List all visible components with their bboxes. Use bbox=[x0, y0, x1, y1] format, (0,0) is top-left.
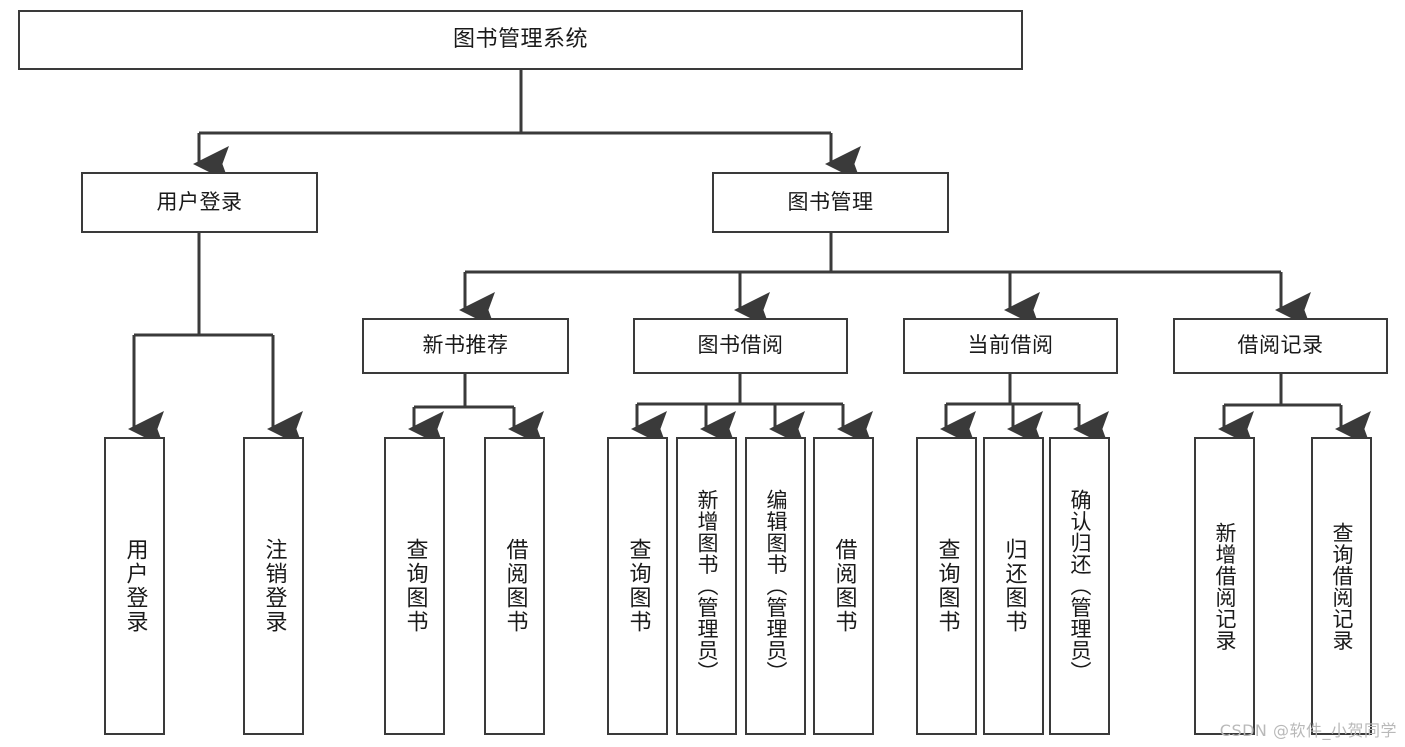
leaf-current-confirm-return-admin[interactable]: 确认归还（管理员） bbox=[1049, 437, 1110, 735]
node-book-borrow[interactable]: 图书借阅 bbox=[633, 318, 848, 374]
node-root-system[interactable]: 图书管理系统 bbox=[18, 10, 1023, 70]
leaf-borrow-query-book[interactable]: 查询图书 bbox=[607, 437, 668, 735]
node-label: 查询图书 bbox=[934, 538, 960, 634]
node-label: 查询图书 bbox=[625, 538, 651, 634]
node-label: 借阅图书 bbox=[502, 538, 528, 634]
node-label: 查询图书 bbox=[402, 538, 428, 634]
node-label: 确认归还（管理员） bbox=[1068, 489, 1092, 683]
leaf-records-query-record[interactable]: 查询借阅记录 bbox=[1311, 437, 1372, 735]
node-label: 图书借阅 bbox=[697, 333, 784, 358]
node-label: 图书管理 bbox=[787, 189, 874, 214]
leaf-borrow-borrow-book[interactable]: 借阅图书 bbox=[813, 437, 874, 735]
node-label: 注销登录 bbox=[261, 538, 287, 634]
leaf-borrow-edit-book-admin[interactable]: 编辑图书（管理员） bbox=[745, 437, 806, 735]
node-label: 新书推荐 bbox=[422, 333, 509, 358]
leaf-recommend-query-book[interactable]: 查询图书 bbox=[384, 437, 445, 735]
node-label: 查询借阅记录 bbox=[1330, 521, 1354, 651]
node-label: 借阅记录 bbox=[1237, 333, 1324, 358]
node-label: 借阅图书 bbox=[831, 538, 857, 634]
leaf-records-add-record[interactable]: 新增借阅记录 bbox=[1194, 437, 1255, 735]
leaf-recommend-borrow-book[interactable]: 借阅图书 bbox=[484, 437, 545, 735]
node-book-management[interactable]: 图书管理 bbox=[712, 172, 949, 233]
node-label: 编辑图书（管理员） bbox=[764, 489, 788, 683]
leaf-user-login-login[interactable]: 用户登录 bbox=[104, 437, 165, 735]
node-user-login[interactable]: 用户登录 bbox=[81, 172, 318, 233]
leaf-borrow-add-book-admin[interactable]: 新增图书（管理员） bbox=[676, 437, 737, 735]
node-borrow-records[interactable]: 借阅记录 bbox=[1173, 318, 1388, 374]
leaf-user-login-logout[interactable]: 注销登录 bbox=[243, 437, 304, 735]
node-label: 用户登录 bbox=[122, 538, 148, 634]
leaf-current-return-book[interactable]: 归还图书 bbox=[983, 437, 1044, 735]
node-label: 当前借阅 bbox=[967, 333, 1054, 358]
node-current-borrow[interactable]: 当前借阅 bbox=[903, 318, 1118, 374]
node-label: 新增借阅记录 bbox=[1213, 521, 1237, 651]
node-label: 图书管理系统 bbox=[452, 26, 588, 52]
node-label: 新增图书（管理员） bbox=[695, 489, 719, 683]
node-label: 用户登录 bbox=[156, 189, 243, 214]
node-new-book-recommend[interactable]: 新书推荐 bbox=[362, 318, 569, 374]
leaf-current-query-book[interactable]: 查询图书 bbox=[916, 437, 977, 735]
node-label: 归还图书 bbox=[1001, 538, 1027, 634]
